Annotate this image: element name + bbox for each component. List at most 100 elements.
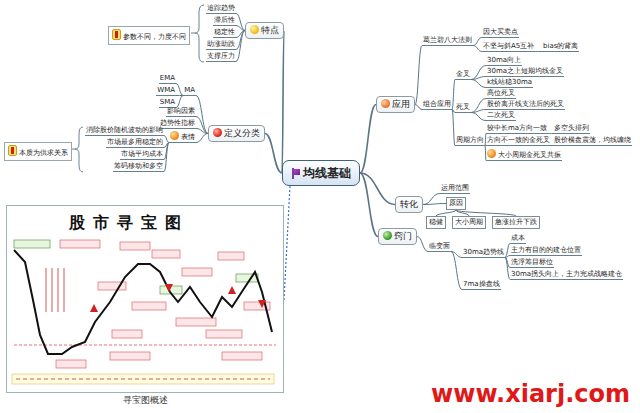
- warning-icon: [112, 29, 121, 40]
- main-topic: 定义分类: [208, 125, 265, 142]
- subtopic: 30ma拐头向上，主力完成战略建仓: [510, 270, 623, 280]
- topic-text: 死叉: [456, 103, 470, 111]
- branch-line: [471, 113, 486, 121]
- topic-text: 稳健: [429, 218, 443, 226]
- branch-line: [415, 105, 422, 110]
- subtopic: 成本: [510, 234, 526, 244]
- subtopic: 因大买卖点: [482, 28, 519, 38]
- main-topic: 特点: [245, 22, 284, 39]
- branch-line: [196, 134, 208, 143]
- topic-text: 转化: [400, 199, 418, 209]
- subtopic: 30ma趋势线: [462, 248, 505, 258]
- topic-text: 股价横盘震荡，均线缠绕: [554, 136, 631, 144]
- flag-icon: [291, 168, 300, 179]
- topic-text: 大小周期: [455, 218, 483, 226]
- topic-text: 洗浮筹目标位: [511, 258, 553, 266]
- topic-text: 本质为供求关系: [19, 149, 68, 157]
- topic-text: 运用范围: [441, 184, 469, 192]
- branch-line: [176, 96, 183, 108]
- small-box: 大小周期: [452, 216, 486, 229]
- topic-text: bias的背离: [543, 42, 578, 50]
- topic-text: 不坚与斜A5互补: [483, 42, 534, 50]
- topic-text: 30ma拐头向上，主力完成战略建仓: [511, 270, 622, 278]
- branch-line: [471, 80, 486, 88]
- topic-text: 多空头排列: [554, 124, 589, 132]
- main-topic: 应用: [376, 96, 415, 113]
- branch-line: [236, 31, 245, 62]
- topic-text: 二次死叉: [487, 111, 515, 119]
- topic-text: 消除股价随机波动的影响: [86, 126, 163, 134]
- subtopic: 市场最多用稳定的: [106, 138, 164, 148]
- topic-text: 方向不一致的金死叉: [487, 136, 550, 144]
- topic-text: 趋势性指标: [160, 119, 195, 127]
- warning-icon: [8, 145, 17, 156]
- topic-text: 7ma操盘线: [463, 280, 500, 288]
- topic-text: 应用: [392, 99, 410, 109]
- subtopic: 洗浮筹目标位: [510, 258, 554, 268]
- subtopic: 多空头排列: [553, 124, 590, 134]
- topic-text: 金叉: [456, 70, 470, 78]
- topic-text: 市场最多用稳定的: [107, 138, 163, 146]
- topic-text: 成本: [511, 234, 525, 242]
- branch-line: [473, 46, 482, 52]
- topic-text: 主力有目的的建仓位置: [511, 246, 581, 254]
- topic-text: MA: [184, 86, 195, 94]
- caption-text: 寻宝图概述: [7, 395, 283, 406]
- branch-line: [360, 173, 395, 205]
- topic-text: 临变面: [429, 242, 450, 250]
- subtopic: 7ma操盘线: [462, 280, 501, 290]
- topic-text: 窍门: [394, 231, 412, 241]
- subtopic: k线站稳30ma: [486, 78, 533, 88]
- subtopic: 运用范围: [440, 184, 470, 194]
- topic-text: 高位死叉: [487, 89, 515, 97]
- topic-text: WMA: [157, 86, 175, 94]
- subtopic: 趋势性指标: [159, 119, 196, 129]
- topic-text: 股价离开线支法后的死叉: [487, 100, 564, 108]
- branch-line: [535, 51, 542, 52]
- topic-text: k线站稳30ma: [487, 78, 532, 86]
- subtopic: 周期方向: [455, 136, 485, 146]
- subtopic: 高位死叉: [486, 89, 516, 99]
- topic-text: 定义分类: [224, 128, 260, 138]
- main-topic: 转化: [395, 196, 423, 213]
- topic-text: 较中长ma方向一致: [487, 124, 547, 132]
- topic-text: 稳定性: [214, 28, 235, 36]
- treasure-map-illustration: [7, 206, 282, 391]
- topic-text: 助涨助跌: [207, 40, 235, 48]
- topic-text: 特点: [261, 25, 279, 35]
- topic-icon: [170, 131, 179, 140]
- topic-text: 周期方向: [456, 136, 484, 144]
- subtopic: 滞后性: [213, 16, 236, 26]
- note-callout: 本质为供求关系: [4, 142, 72, 161]
- image-panel: 股市寻宝图寻宝图概述: [6, 205, 284, 393]
- branch-line: [471, 110, 486, 113]
- subtopic: 股价离开线支法后的死叉: [486, 100, 565, 110]
- topic-text: 参数不同，力度不同: [123, 33, 186, 41]
- topic-text: 因大买卖点: [483, 28, 518, 36]
- subtopic: 死叉: [455, 103, 471, 113]
- subtopic: 不坚与斜A5互补: [482, 42, 535, 52]
- topic-text: 表情: [181, 133, 195, 141]
- branch-line: [471, 66, 486, 80]
- subtopic: 二次死叉: [486, 111, 516, 121]
- branch-line: [471, 77, 486, 80]
- branch-line: [451, 252, 462, 290]
- topic-text: 30ma趋势线: [463, 248, 504, 256]
- topic-text: 支撑压力: [207, 52, 235, 60]
- subtopic: WMA: [156, 86, 176, 96]
- subtopic: 方向不一致的金死叉: [486, 136, 551, 146]
- branch-line: [196, 117, 208, 134]
- subtopic: 葛兰碧八大法则: [422, 36, 473, 46]
- branch-line: [423, 204, 446, 205]
- small-box: 原因: [446, 197, 466, 210]
- subtopic: 影响因素: [166, 107, 196, 117]
- subtopic: 组合应用: [422, 100, 452, 110]
- note-callout: 参数不同，力度不同: [108, 26, 190, 45]
- subtopic: 临变面: [428, 242, 451, 252]
- subtopic: 金叉: [455, 70, 471, 80]
- dotted-link: [284, 186, 290, 300]
- subtopic: 追踪趋势: [206, 4, 236, 14]
